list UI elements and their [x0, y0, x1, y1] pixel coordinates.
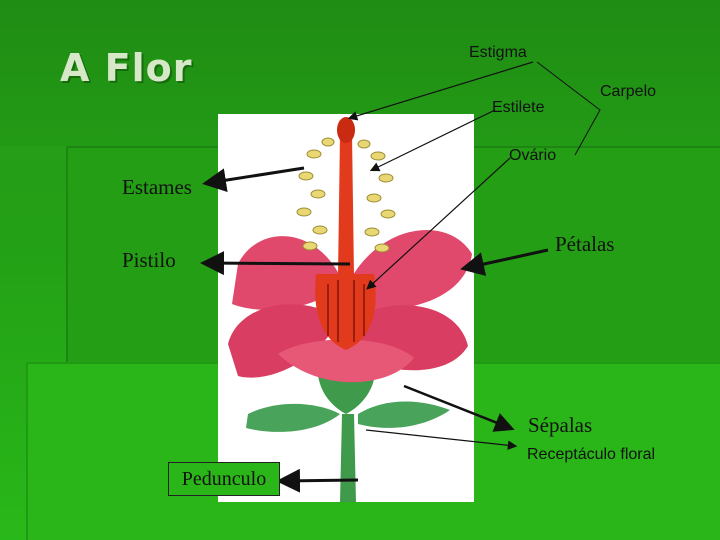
label-estames: Estames: [122, 175, 192, 199]
style-shape: [338, 134, 354, 276]
label-carpelo: Carpelo: [600, 83, 657, 100]
label-estilete: Estilete: [492, 99, 545, 116]
arrow-estames: [202, 166, 305, 193]
line-estilete: [369, 109, 496, 172]
sepal-left: [246, 403, 340, 432]
ovary-shape: [315, 274, 376, 350]
sepal-right: [358, 401, 450, 428]
petal-lower-left: [228, 304, 340, 378]
label-ovario: Ovário: [509, 147, 557, 164]
arrow-sepalas: [403, 384, 515, 432]
arrow-petalas: [460, 248, 549, 276]
label-petalas: Pétalas: [555, 232, 615, 256]
arrow-pistilo: [200, 251, 351, 276]
label-pedunculo: Pedunculo: [168, 462, 280, 496]
petal-front: [278, 339, 414, 383]
slide-title: A Flor: [60, 46, 193, 90]
label-sepalas: Sépalas: [528, 413, 593, 437]
stamens-group: [296, 137, 396, 253]
ovary-ovules: [327, 280, 365, 342]
line-receptaculo: [365, 429, 518, 451]
label-pistilo: Pistilo: [122, 248, 176, 272]
arrow-pedunculo: [276, 468, 359, 493]
line-estigma: [347, 61, 534, 121]
line-ovario: [366, 157, 511, 290]
flower-drawing: [228, 117, 472, 502]
label-receptaculo: Receptáculo floral: [527, 446, 656, 463]
label-estigma: Estigma: [469, 44, 527, 61]
line-carpelo-bracket: [536, 61, 601, 156]
stigma-shape: [337, 117, 355, 143]
